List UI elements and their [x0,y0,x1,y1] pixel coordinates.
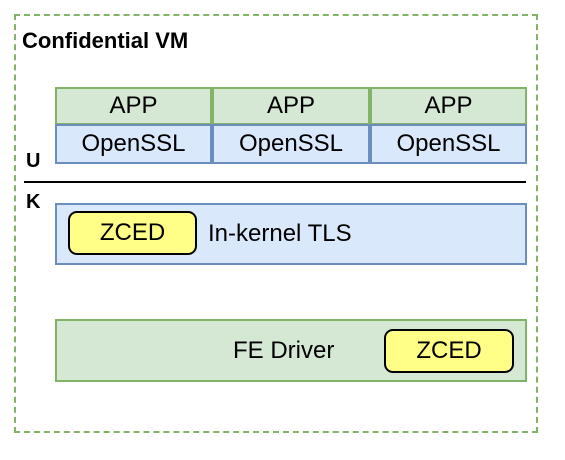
vm-title: Confidential VM [22,28,189,53]
app-box-2: APP [212,87,370,125]
openssl-box-2: OpenSSL [212,124,370,164]
zced-tls-box: ZCED [68,211,197,255]
in-kernel-tls-label: In-kernel TLS [208,220,352,247]
openssl-box-1: OpenSSL [55,124,212,164]
openssl-box-3: OpenSSL [370,124,527,164]
user-kernel-divider [24,181,526,183]
userspace-label: U [26,150,41,172]
app-box-1: APP [55,87,212,125]
app-box-3: APP [370,87,527,125]
fe-driver-label: FE Driver [233,337,335,364]
kernel-label: K [26,191,41,213]
zced-driver-box: ZCED [384,329,514,373]
confidential-vm-boundary [14,14,538,433]
